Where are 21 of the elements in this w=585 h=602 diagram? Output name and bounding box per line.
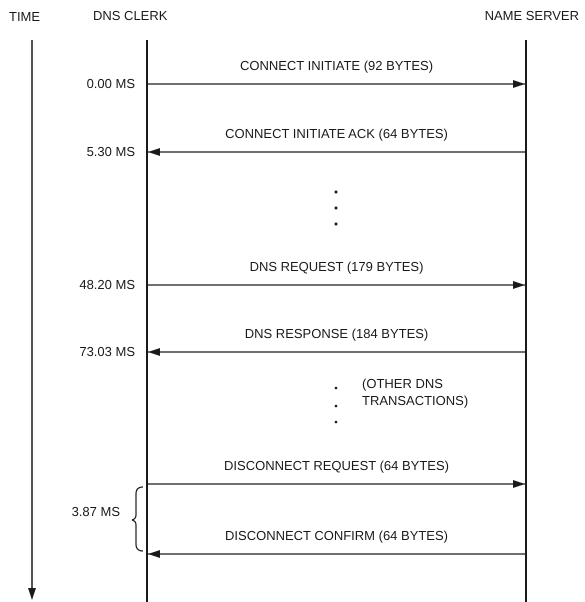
time-label: 73.03 MS (78, 343, 135, 360)
edge-label: DISCONNECT CONFIRM (64 BYTES) (225, 528, 448, 543)
lifeline-heading: DNS CLERK (93, 8, 168, 23)
message-arrow (148, 348, 525, 356)
axis-label: TIME (9, 8, 40, 25)
edge-label: CONNECT INITIATE ACK (64 BYTES) (225, 126, 448, 141)
message-arrow (148, 480, 525, 488)
time-label: 48.20 MS (78, 276, 135, 293)
time-label: 3.87 MS (70, 503, 120, 520)
message-arrow (148, 148, 525, 156)
lifeline-heading: NAME SERVER (484, 8, 579, 23)
edge-label: CONNECT INITIATE (92 BYTES) (240, 58, 434, 73)
message-arrow (148, 80, 525, 88)
message-arrow (148, 281, 525, 289)
time-label: 5.30 MS (86, 143, 135, 160)
edge-label: DNS REQUEST (179 BYTES) (250, 259, 424, 274)
edge-label: DNS RESPONSE (184 BYTES) (244, 326, 428, 341)
time-label: 0.00 MS (86, 75, 135, 92)
message-arrow (148, 550, 525, 558)
note: (OTHER DNS TRANSACTIONS) (362, 375, 470, 409)
edge-label: DISCONNECT REQUEST (64 BYTES) (224, 458, 449, 473)
